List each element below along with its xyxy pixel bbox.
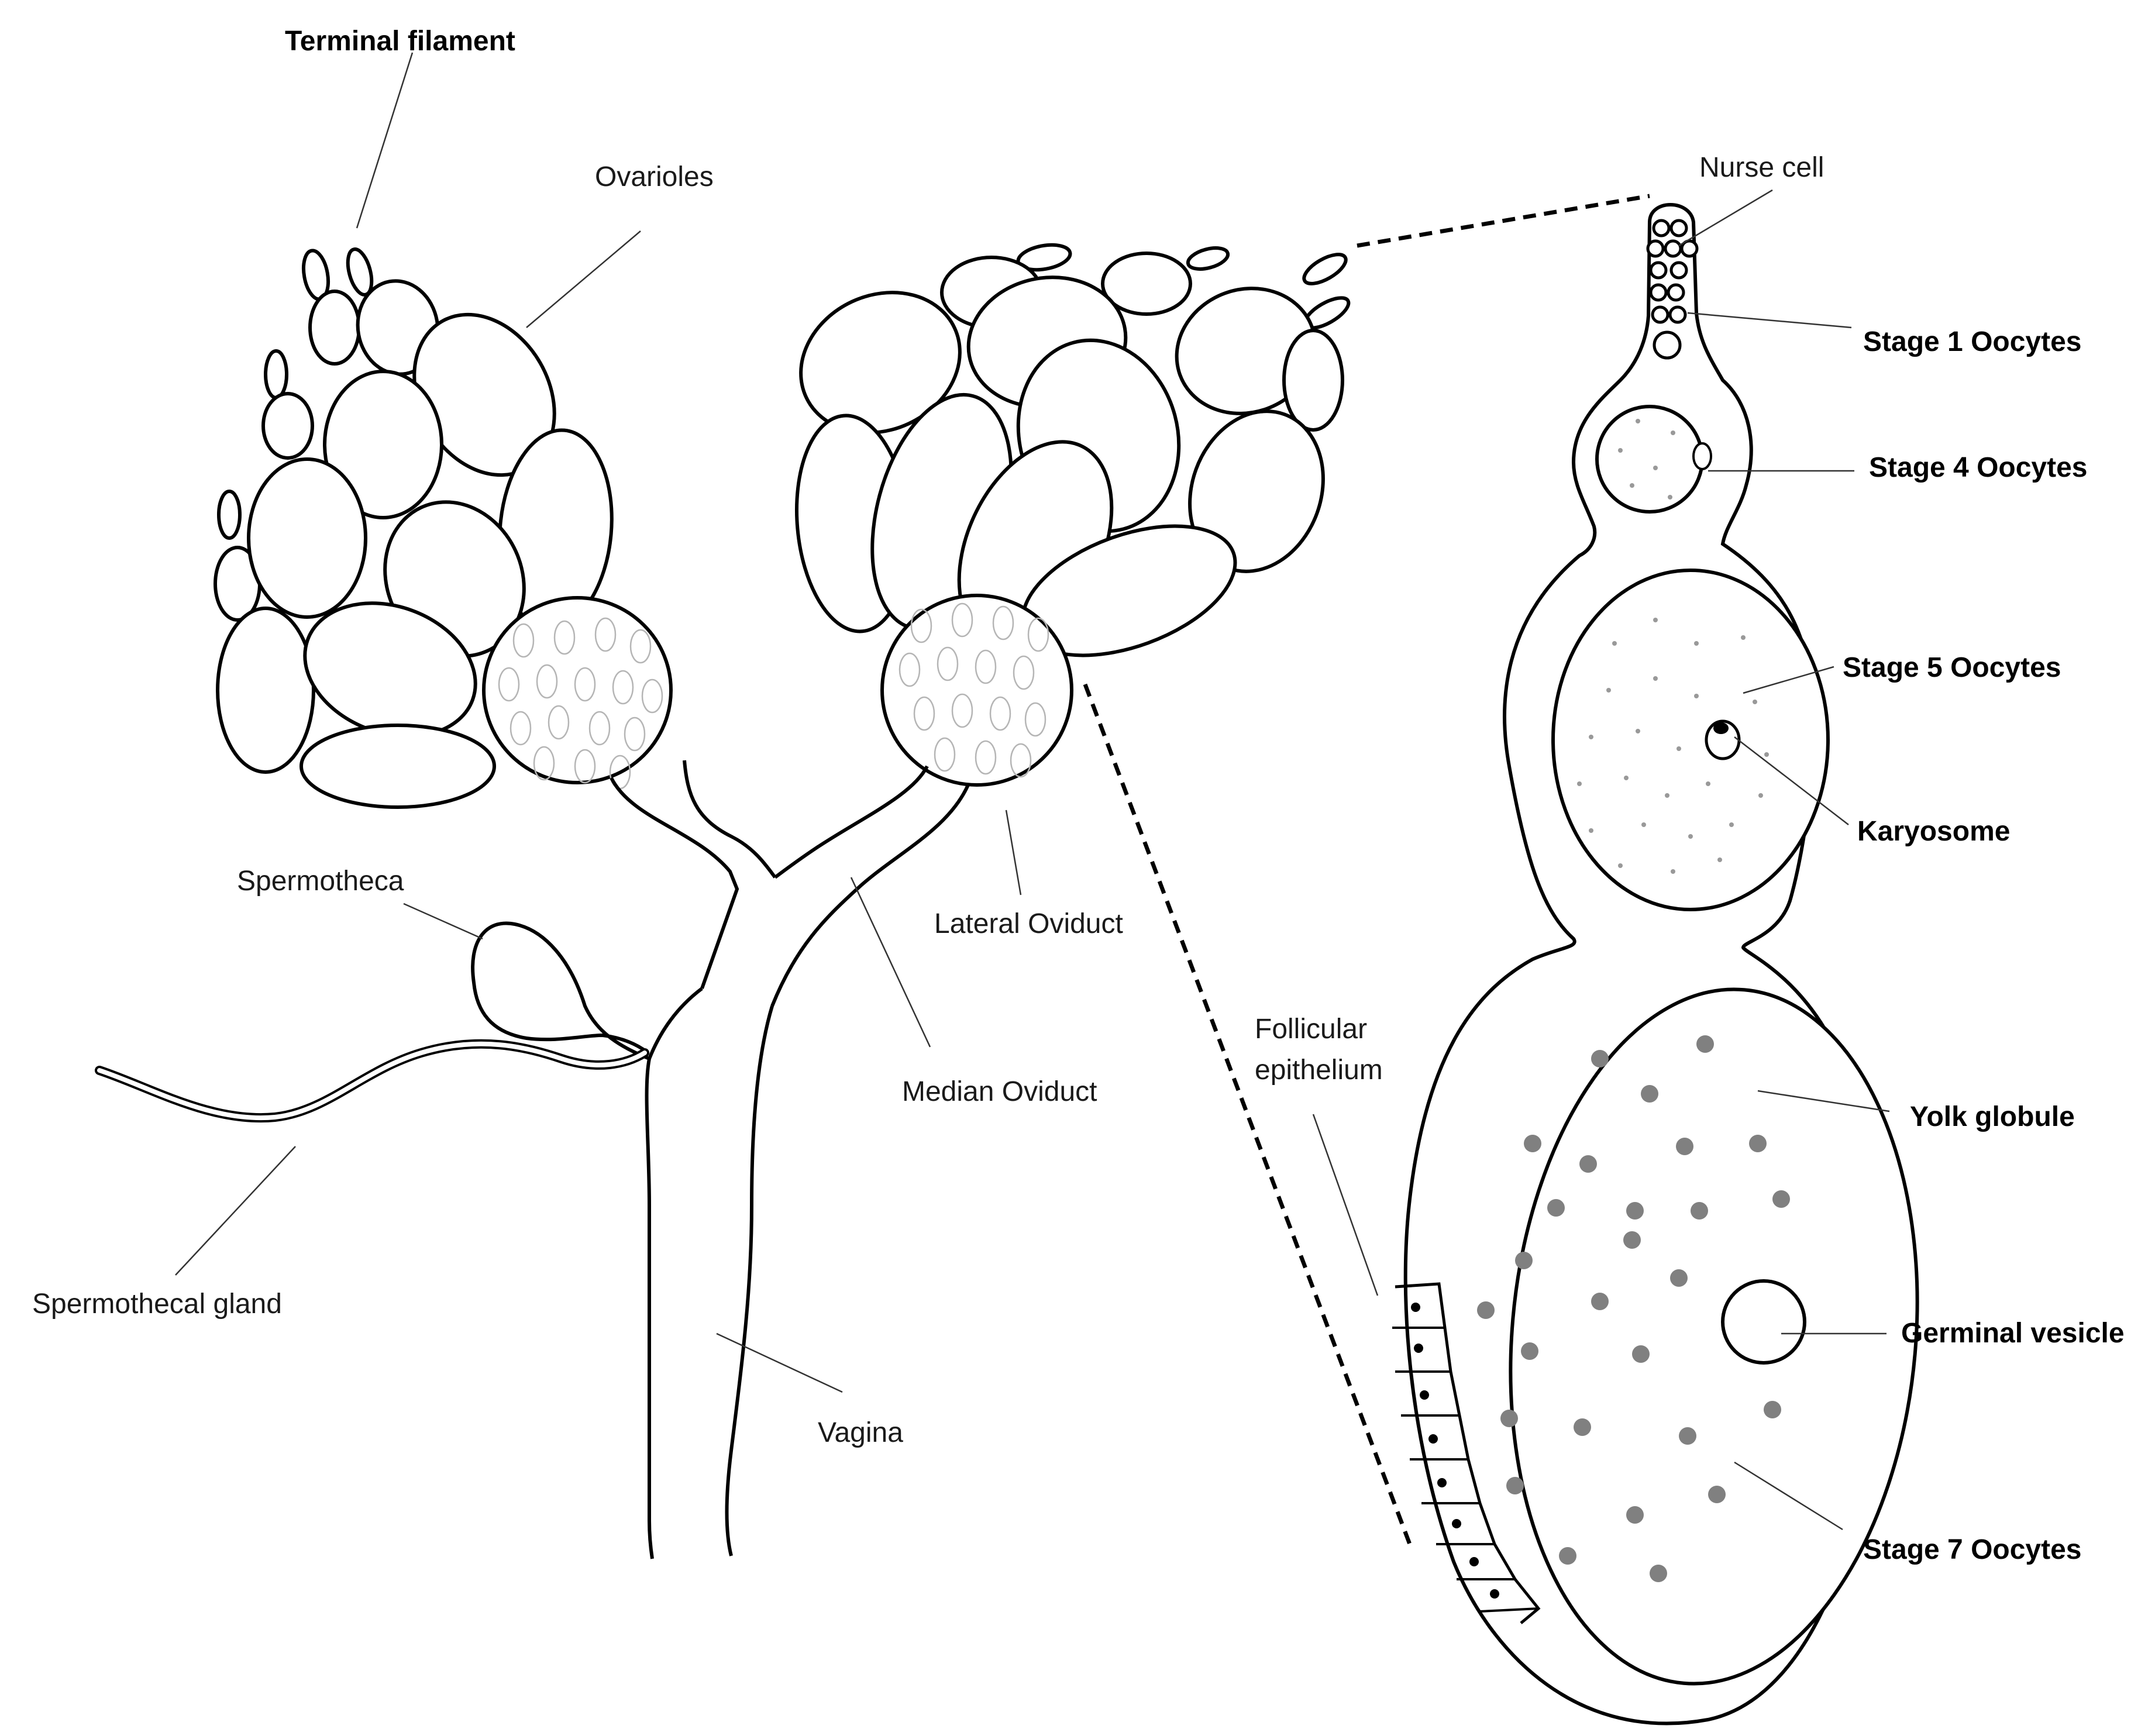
label-yolk-globule: Yolk globule — [1910, 1101, 2075, 1132]
label-spermothecal-gland: Spermothecal gland — [32, 1289, 282, 1320]
label-nurse-cell: Nurse cell — [1699, 152, 1824, 183]
spermothecal-gland — [95, 1039, 649, 1123]
label-vagina: Vagina — [818, 1417, 903, 1448]
label-stage7-oocytes: Stage 7 Oocytes — [1863, 1534, 2082, 1565]
ovariole-detail — [1392, 203, 1919, 1725]
spermotheca — [471, 921, 650, 1060]
zoom-line-bottom — [1083, 683, 1412, 1545]
stage-dots — [1577, 419, 1769, 874]
label-stage5-oocytes: Stage 5 Oocytes — [1843, 652, 2061, 683]
label-stage1-oocytes: Stage 1 Oocytes — [1863, 326, 2082, 357]
label-median-oviduct: Median Oviduct — [902, 1076, 1097, 1107]
label-terminal-filament: Terminal filament — [285, 26, 515, 57]
nurse-cells — [1646, 219, 1699, 360]
label-stage4-oocytes: Stage 4 Oocytes — [1869, 452, 2088, 483]
oviduct-system — [610, 760, 970, 1559]
label-karyosome: Karyosome — [1857, 816, 2010, 847]
label-ovarioles: Ovarioles — [595, 161, 714, 192]
label-spermotheca: Spermotheca — [237, 866, 404, 897]
yolk-globules — [1477, 1035, 1790, 1582]
label-germinal-vesicle: Germinal vesicle — [1901, 1318, 2125, 1349]
left-calyx-eggs — [498, 617, 663, 790]
right-calyx-eggs — [899, 602, 1049, 778]
left-ovary — [214, 247, 673, 809]
label-lateral-oviduct: Lateral Oviduct — [934, 908, 1123, 939]
label-follicular-1: Follicular — [1255, 1014, 1367, 1045]
right-ovary — [794, 243, 1351, 787]
zoom-line-top — [1357, 194, 1650, 248]
leader-lines — [175, 52, 1890, 1531]
label-follicular-2: epithelium — [1255, 1055, 1383, 1086]
